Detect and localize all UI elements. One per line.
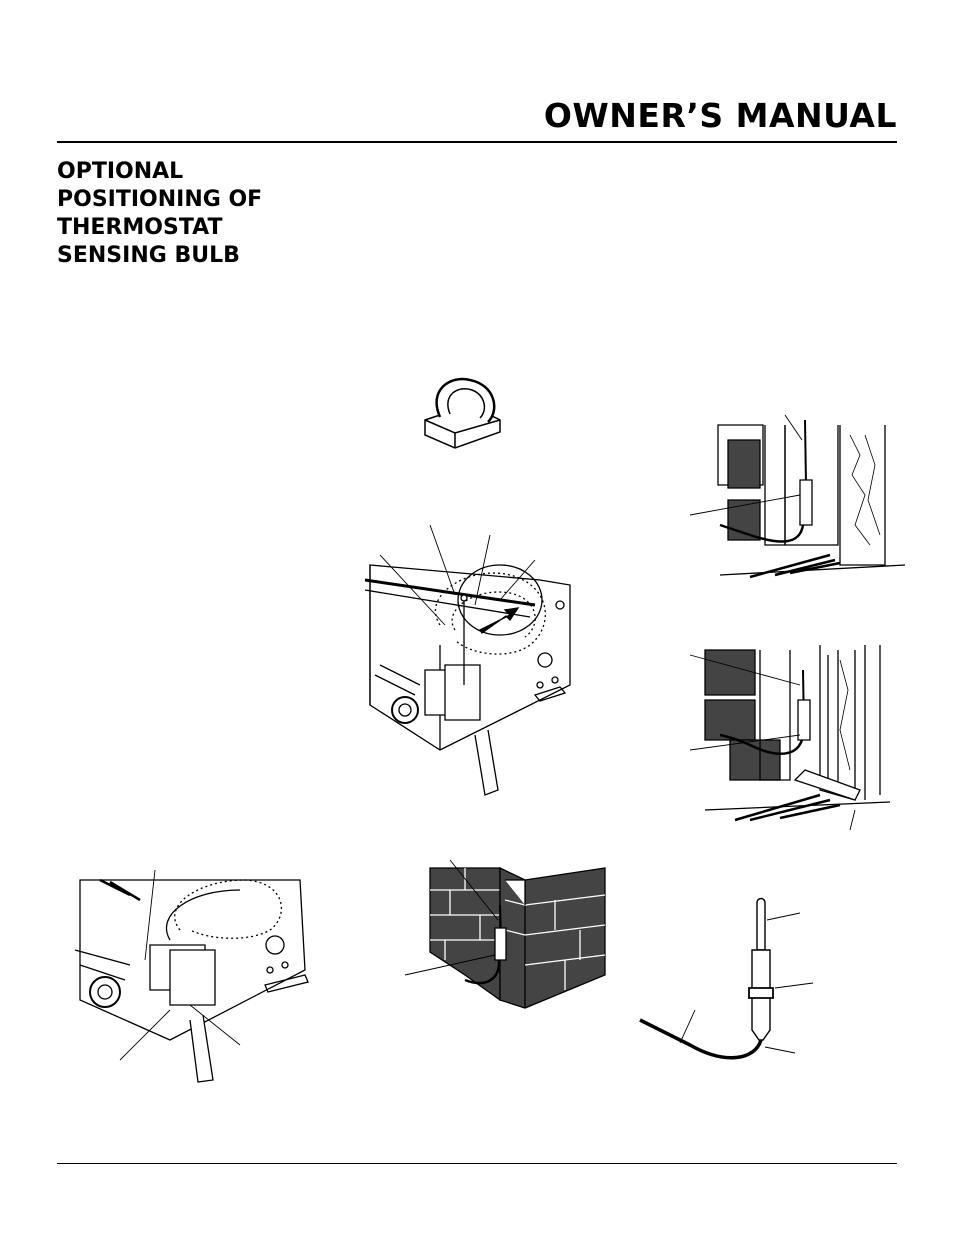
section-heading: OPTIONAL POSITIONING OF THERMOSTAT SENSI… bbox=[57, 158, 357, 270]
firebox-wall-door-bulb-illustration bbox=[690, 645, 905, 830]
brick-corner-bulb-illustration bbox=[405, 860, 610, 1015]
sensing-bulb-detail-illustration bbox=[635, 895, 820, 1070]
footer-divider bbox=[57, 1163, 897, 1164]
burner-valve-illustration bbox=[70, 870, 320, 1085]
section-heading-line: THERMOSTAT bbox=[57, 215, 223, 240]
mounting-clip-illustration bbox=[410, 370, 520, 465]
firebox-wall-bulb-illustration bbox=[690, 415, 905, 585]
section-heading-line: POSITIONING OF bbox=[57, 187, 263, 212]
section-heading-line: OPTIONAL bbox=[57, 159, 184, 184]
header-divider bbox=[57, 141, 897, 143]
section-heading-line: SENSING BULB bbox=[57, 243, 240, 268]
page-header-title: OWNER’S MANUAL bbox=[543, 96, 897, 135]
burner-assembly-clip-illustration bbox=[360, 525, 590, 795]
